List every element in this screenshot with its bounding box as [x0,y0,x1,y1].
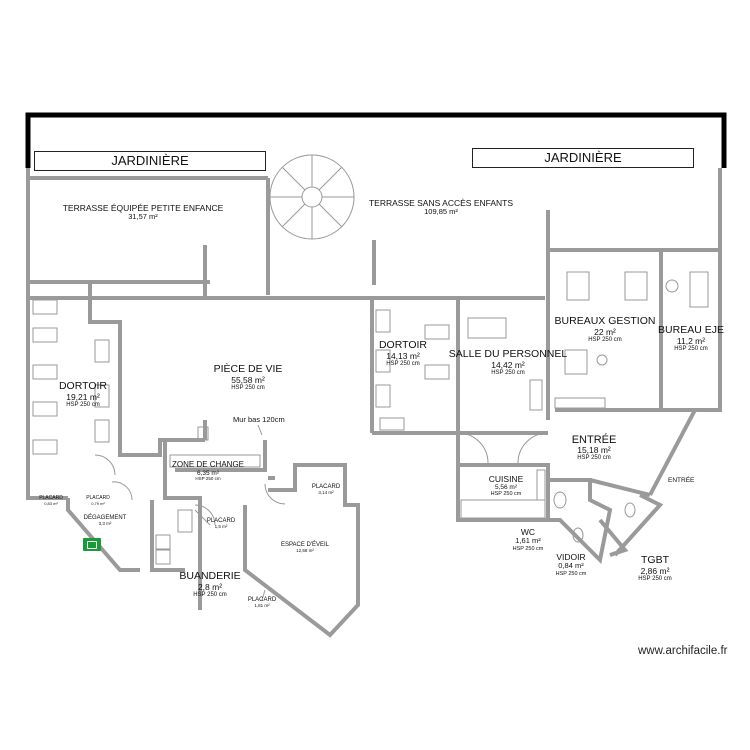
room-espace-eveil: ESPACE D'ÉVEIL 12,58 m² [281,542,329,554]
room-area: 1,81 m² [254,602,270,608]
room-salle-personnel: SALLE DU PERSONNEL 14,42 m² HSP 250 cm [448,348,568,376]
room-name: ESPACE D'ÉVEIL [280,542,330,548]
note-mur-bas: Mur bas 120cm [233,415,285,424]
room-name: DORTOIR [378,339,428,351]
room-area: 1,61 m² [515,536,541,546]
room-placard-5: PLACARD 0,79 m² [86,495,110,506]
room-name: DORTOIR [58,380,108,392]
room-name: PLACARD [39,495,63,501]
room-name: PLACARD [247,597,277,603]
room-area: 109,85 m² [424,207,458,217]
room-hsp: HSP 250 cm [555,570,587,577]
room-name: TGBT [640,554,669,566]
room-hsp: HSP 250 cm [195,475,221,481]
room-area: 14,13 m² [386,350,420,361]
room-terrasse-equipee: TERRASSE ÉQUIPÉE PETITE ENFANCE 31,57 m² [62,203,224,222]
planter-right-label: JARDINIÈRE [544,150,622,165]
room-area: 0,84 m² [558,561,584,571]
room-name: BUANDERIE [179,570,241,582]
room-area: 6,35 m² [196,469,220,477]
room-name: PLACARD [311,484,341,490]
room-piece-de-vie: PIÈCE DE VIE 55,58 m² HSP 250 cm [213,363,283,391]
room-name: PLACARD [206,518,236,524]
room-placard-3: PLACARD 1,81 m² [248,597,276,609]
room-area: 14,42 m² [491,359,525,370]
planter-right: JARDINIÈRE [472,148,694,168]
watermark: www.archifacile.fr [638,645,728,657]
room-hsp: HSP 250 cm [386,360,420,367]
room-cuisine: CUISINE 5,56 m² HSP 250 cm [488,474,524,498]
room-hsp: HSP 250 cm [193,591,227,598]
room-area: 2,86 m² [640,565,670,576]
room-placard-4: PLACARD 0,83 m² [39,495,63,506]
room-wc: WC 1,61 m² HSP 250 cm [512,527,544,552]
room-area: 2,8 m² [197,581,223,592]
room-bureaux-gestion: BUREAUX GESTION 22 m² HSP 250 cm [554,315,656,343]
room-area: 0,83 m² [44,500,58,506]
room-placard-2: PLACARD 1,5 m² [207,518,235,530]
room-degagement: DÉGAGEMENT 3,3 m² [84,515,127,527]
room-placard-1: PLACARD 3,14 m² [312,484,340,496]
room-hsp: HSP 250 cm [577,455,611,462]
room-hsp: HSP 250 cm [512,545,544,552]
room-zone-de-change: ZONE DE CHANGE 6,35 m² HSP 250 cm [171,460,245,482]
room-tgbt: TGBT 2,86 m² HSP 250 cm [638,554,672,582]
room-terrasse-sans-acces: TERRASSE SANS ACCÈS ENFANTS 109,85 m² [368,198,514,217]
room-name: PIÈCE DE VIE [213,363,283,375]
room-area: 0,79 m² [91,500,105,506]
room-name: DÉGAGEMENT [83,515,127,521]
room-name: VIDOIR [556,552,586,562]
room-bureau-eje: BUREAU EJE 11,2 m² HSP 250 cm [658,324,724,352]
room-name: BUREAU EJE [658,324,724,336]
room-area: 11,2 m² [676,335,706,346]
planter-left-label: JARDINIÈRE [111,153,189,168]
room-dortoir-mid: DORTOIR 14,13 m² HSP 250 cm [378,339,428,367]
room-area: 22 m² [594,326,616,337]
note-entree-exterior: ENTRÉE [668,477,695,484]
room-hsp: HSP 250 cm [231,384,265,391]
terrace-wall [26,168,210,284]
room-name: TERRASSE SANS ACCÈS ENFANTS [368,198,514,208]
room-name: PLACARD [86,495,110,501]
room-vidoir: VIDOIR 0,84 m² HSP 250 cm [555,552,587,577]
room-area: 5,56 m² [494,484,518,492]
room-area: 15,18 m² [577,445,611,456]
room-area: 19,21 m² [66,391,100,402]
room-area: 55,58 m² [231,374,265,385]
room-hsp: HSP 250 cm [638,575,672,582]
room-hsp: HSP 250 cm [588,336,622,343]
outer-wall [25,112,727,168]
room-area: 31,57 m² [128,212,158,222]
room-entree: ENTRÉE 15,18 m² HSP 250 cm [572,434,617,462]
room-area: 3,14 m² [318,489,334,495]
planter-left: JARDINIÈRE [34,151,266,171]
room-name: ZONE DE CHANGE [171,460,245,469]
room-name: ENTRÉE [571,434,617,446]
room-name: BUREAUX GESTION [554,315,656,327]
room-area: 3,3 m² [98,520,112,526]
room-buanderie: BUANDERIE 2,8 m² HSP 250 cm [179,570,241,598]
emergency-exit-icon [83,538,101,551]
room-name: CUISINE [488,474,524,484]
room-hsp: HSP 250 cm [66,401,100,408]
room-name: TERRASSE ÉQUIPÉE PETITE ENFANCE [62,203,224,213]
room-dortoir-left: DORTOIR 19,21 m² HSP 250 cm [58,380,108,408]
room-name: WC [520,527,536,537]
room-hsp: HSP 250 cm [674,345,708,352]
room-area: 12,58 m² [296,547,314,553]
room-hsp: HSP 250 cm [490,491,522,498]
room-hsp: HSP 250 cm [491,369,525,376]
room-name: SALLE DU PERSONNEL [448,348,568,360]
room-area: 1,5 m² [214,523,228,529]
